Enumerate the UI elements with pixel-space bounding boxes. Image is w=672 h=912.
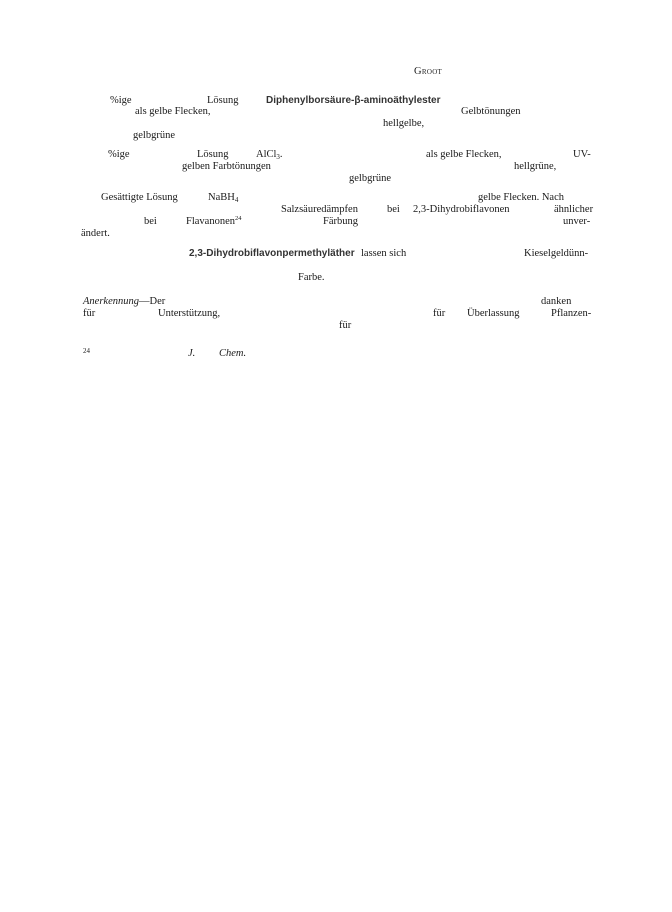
p1-gelbtoenungen: Gelbtönungen — [461, 106, 521, 117]
footnote-number: 24 — [83, 347, 90, 355]
p4-farbe: Farbe. — [298, 272, 325, 283]
footnote-j: J. — [188, 348, 196, 359]
p3-unver: unver- — [563, 216, 591, 227]
footnote-chem: Chem. — [219, 348, 247, 359]
p2-gelbgruene: gelbgrüne — [349, 173, 391, 184]
p4-kiesel: Kieselgeldünn- — [524, 248, 589, 259]
p1-reagent: Diphenylborsäure-β-aminoäthylester — [266, 95, 441, 106]
p1-percent: %ige — [110, 95, 132, 106]
p3-aendert: ändert. — [81, 228, 110, 239]
ack-fuer-2: für — [433, 308, 446, 319]
p2-flecken: als gelbe Flecken, — [426, 149, 502, 160]
ack-fuer-1: für — [83, 308, 96, 319]
p3-bei-1: bei — [387, 204, 400, 215]
p2-uv: UV- — [573, 149, 591, 160]
p3-gesaettigte: Gesättigte Lösung — [101, 192, 178, 203]
p1-loesung: Lösung — [207, 95, 239, 106]
p1-hellgelbe: hellgelbe, — [383, 118, 425, 129]
p1-gelbgruene: gelbgrüne — [133, 130, 175, 141]
ack-ueberlassung: Überlassung — [467, 308, 520, 319]
p3-flecken-nach: gelbe Flecken. Nach — [478, 192, 565, 203]
p3-faerbung: Färbung — [323, 216, 358, 227]
ack-unterstuetzung: Unterstützung, — [158, 308, 221, 319]
p2-hellgruene: hellgrüne, — [514, 161, 557, 172]
p4-lassen: lassen sich — [361, 248, 407, 259]
p2-farbtoenungen: gelben Farbtönungen — [182, 161, 271, 172]
p2-reagent: AlCl3. — [256, 149, 283, 161]
ack-line-1: Anerkennung—Der — [83, 296, 166, 307]
p3-reagent: NaBH4 — [208, 192, 239, 204]
p3-dihydrobiflavonen: 2,3-Dihydrobiflavonen — [413, 204, 510, 215]
running-header-author: Groot — [414, 66, 443, 77]
p3-bei-2: bei — [144, 216, 157, 227]
p3-salzsaeure: Salzsäuredämpfen — [281, 204, 358, 215]
ack-pflanzen: Pflanzen- — [551, 308, 592, 319]
p4-compound: 2,3-Dihydrobiflavonpermethyläther — [189, 248, 355, 259]
p3-aehnlicher: ähnlicher — [554, 204, 594, 215]
p3-flavanonen: Flavanonen24 — [186, 215, 242, 227]
ack-fuer-3: für — [339, 320, 352, 331]
p2-loesung: Lösung — [197, 149, 229, 160]
p1-flecken: als gelbe Flecken, — [135, 106, 211, 117]
ack-danken: danken — [541, 296, 572, 307]
p2-percent: %ige — [108, 149, 130, 160]
